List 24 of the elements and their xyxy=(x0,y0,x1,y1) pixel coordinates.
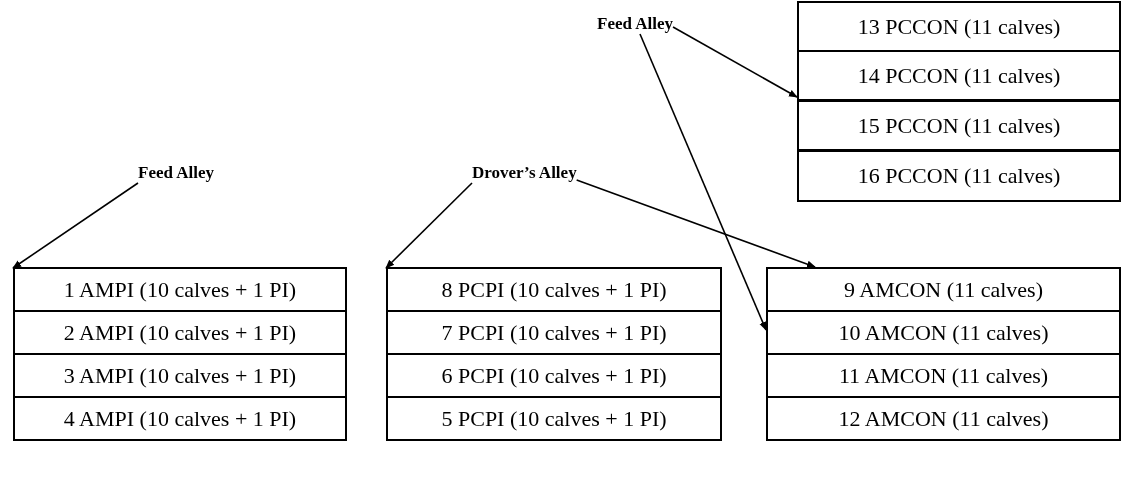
arrow xyxy=(639,33,767,331)
arrow xyxy=(385,182,473,269)
pen-box: 4 AMPI (10 calves + 1 PI) xyxy=(13,396,347,441)
pen-box: 7 PCPI (10 calves + 1 PI) xyxy=(386,310,722,355)
pen-box: 11 AMCON (11 calves) xyxy=(766,353,1121,398)
pen-box: 16 PCCON (11 calves) xyxy=(797,150,1121,202)
alley-label: Feed Alley xyxy=(138,163,214,183)
pen-box: 15 PCCON (11 calves) xyxy=(797,100,1121,151)
arrow xyxy=(575,179,816,268)
pen-box: 9 AMCON (11 calves) xyxy=(766,267,1121,312)
pen-box: 12 AMCON (11 calves) xyxy=(766,396,1121,441)
pen-box: 2 AMPI (10 calves + 1 PI) xyxy=(13,310,347,355)
arrow xyxy=(12,182,139,269)
pen-box: 5 PCPI (10 calves + 1 PI) xyxy=(386,396,722,441)
arrow xyxy=(672,26,798,98)
pen-box: 14 PCCON (11 calves) xyxy=(797,50,1121,101)
pen-box: 6 PCPI (10 calves + 1 PI) xyxy=(386,353,722,398)
pen-box: 3 AMPI (10 calves + 1 PI) xyxy=(13,353,347,398)
alley-label: Feed Alley xyxy=(597,14,673,34)
pen-box: 8 PCPI (10 calves + 1 PI) xyxy=(386,267,722,312)
pen-box: 13 PCCON (11 calves) xyxy=(797,1,1121,52)
pen-box: 10 AMCON (11 calves) xyxy=(766,310,1121,355)
pen-box: 1 AMPI (10 calves + 1 PI) xyxy=(13,267,347,312)
alley-label: Drover’s Alley xyxy=(472,163,577,183)
